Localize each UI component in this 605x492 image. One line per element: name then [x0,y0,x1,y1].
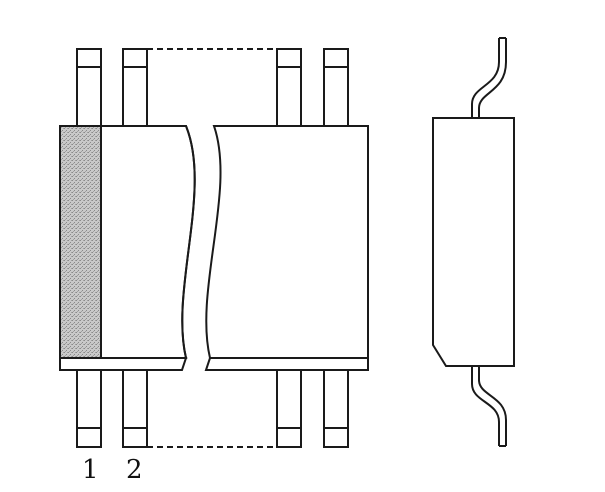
bottom-pin-n-1 [276,369,302,448]
side-view-top-lead [471,38,507,118]
package-body-right [204,125,369,371]
body-base-strip-left [59,357,188,371]
side-view [432,37,515,447]
top-pin-1 [76,48,102,127]
bottom-pin-1 [76,369,102,448]
side-view-body [432,117,515,367]
side-view-bottom-lead [471,366,507,446]
package-body-left [59,125,196,371]
pin1-marker-band [60,126,101,358]
pin-label-2: 2 [126,455,143,485]
top-pin-n [323,48,349,127]
bottom-pin-2 [122,369,148,448]
top-pin-2 [122,48,148,127]
top-pin-n-1 [276,48,302,127]
pin-label-1: 1 [82,455,99,485]
body-base-strip-right [204,357,369,371]
bottom-pin-n [323,369,349,448]
